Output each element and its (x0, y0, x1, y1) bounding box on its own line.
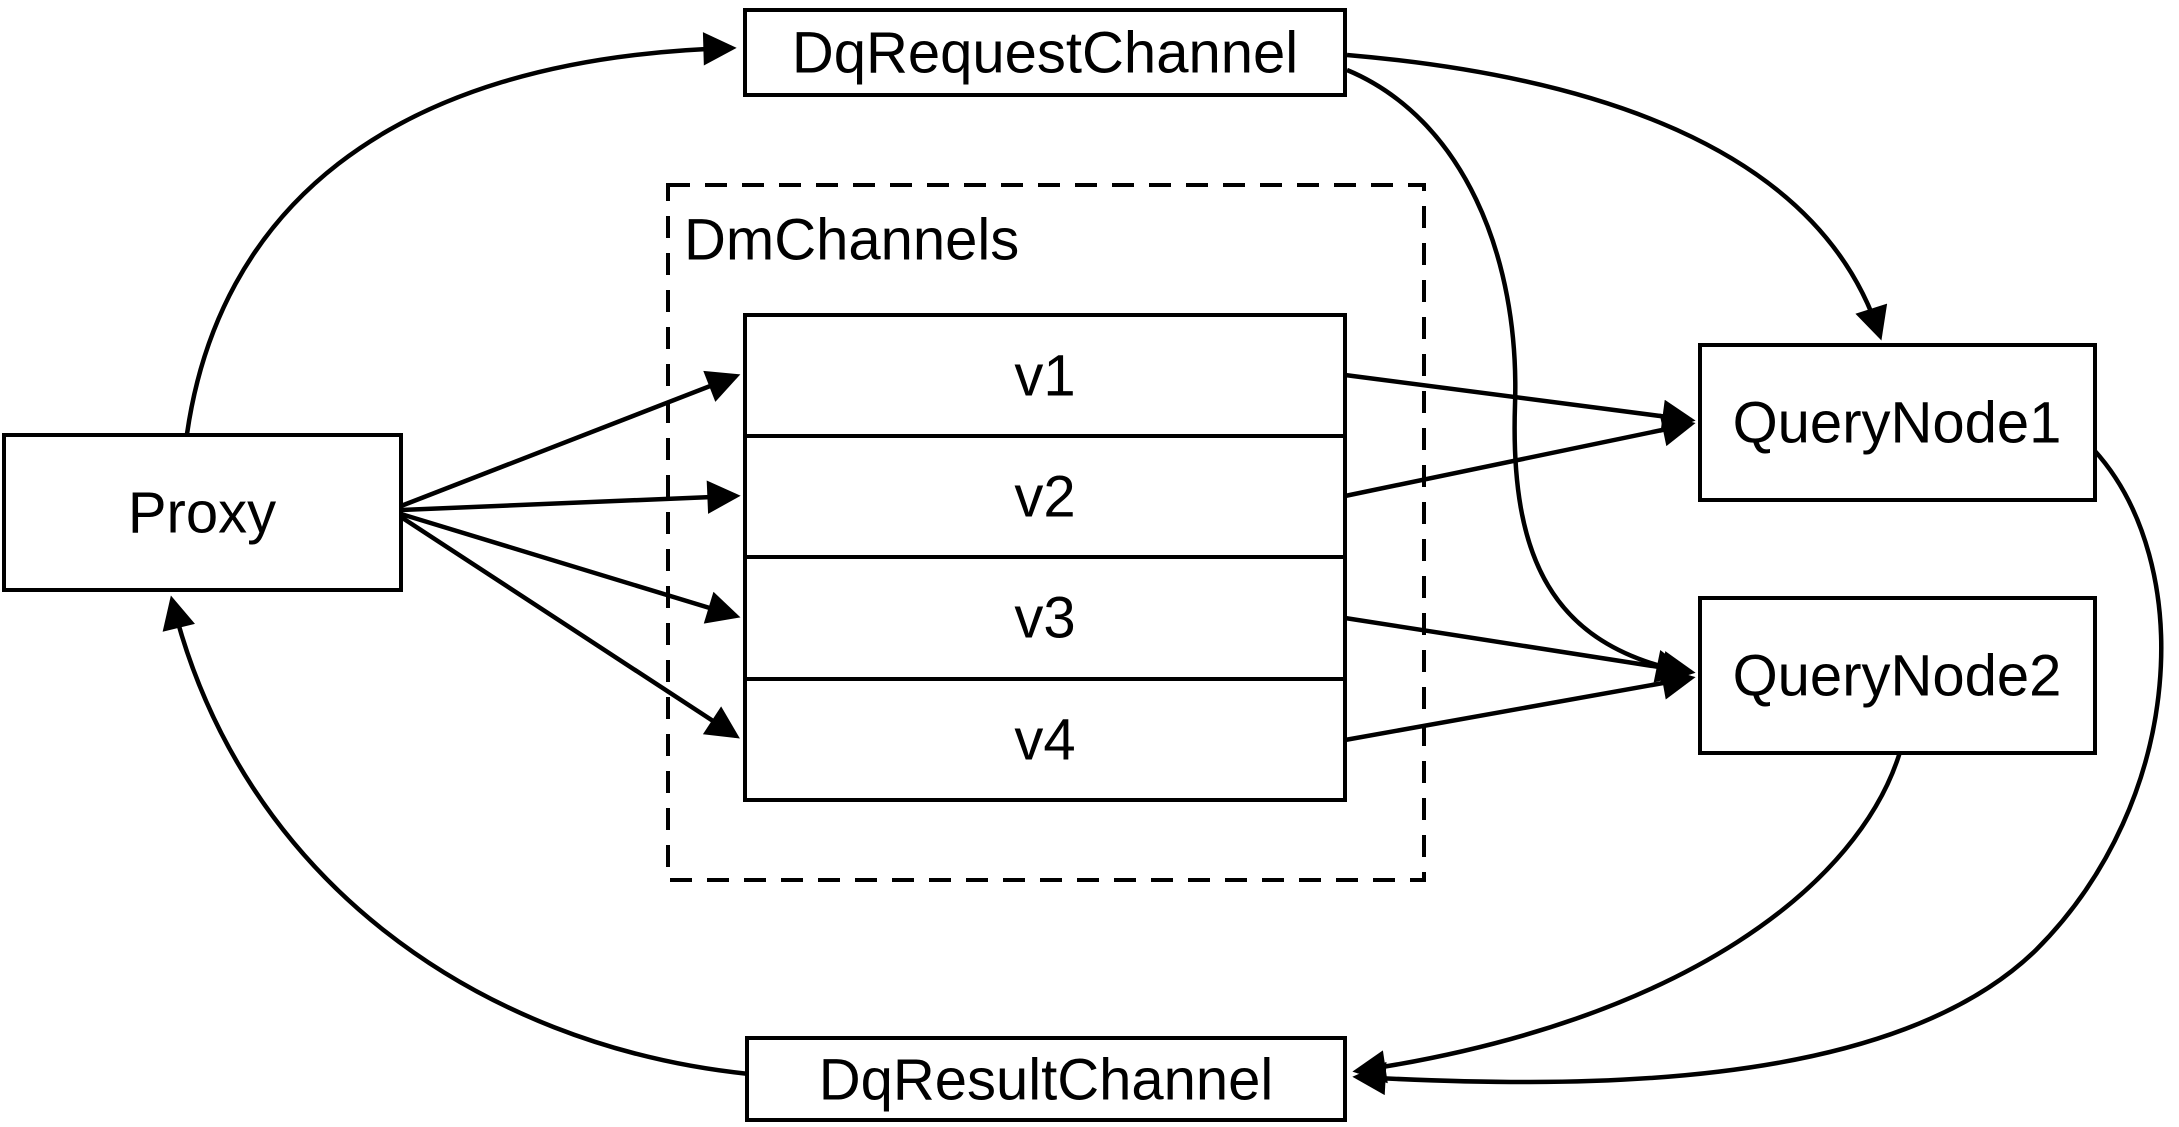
query-node-2-box (1698, 596, 2097, 755)
channel-v3-label: v3 (1014, 586, 1075, 651)
dq-result-channel-label: DqResultChannel (819, 1048, 1274, 1113)
dm-channels-group-border (666, 183, 1426, 882)
edge-proxy-to-v3 (400, 511, 741, 624)
channel-v2-label: v2 (1014, 465, 1075, 530)
edge-proxy-to-v2 (400, 480, 741, 514)
query-node-1-box (1698, 343, 2097, 502)
edge-proxy-to-v1 (400, 370, 741, 509)
edge-proxy-to-v4 (399, 515, 740, 739)
node-query-node-1: QueryNode1 (1698, 343, 2097, 502)
dm-channels-group-label: DmChannels (684, 208, 1019, 273)
dq-request-channel-label: DqRequestChannel (792, 21, 1298, 86)
query-node-2-label: QueryNode2 (1733, 644, 2062, 709)
node-dq-result-channel: DqResultChannel (745, 1036, 1347, 1122)
dm-channels-group: DmChannels (666, 183, 1426, 882)
edge-v4-to-query-node-2 (1344, 666, 1696, 743)
edge-query-node-1-to-dq-result-channel (1352, 448, 2164, 1096)
edge-dq-request-channel-to-query-node-1 (1346, 52, 1888, 341)
node-dm-channels-stack: v1 v2 v3 v4 (743, 313, 1347, 802)
node-query-node-2: QueryNode2 (1698, 596, 2097, 755)
edge-dq-request-channel-to-query-node-2 (1346, 67, 1690, 683)
dq-request-channel-box (743, 8, 1347, 97)
proxy-label: Proxy (128, 481, 276, 546)
proxy-box (2, 433, 403, 592)
channel-v4-label: v4 (1014, 708, 1075, 773)
channel-v1-label: v1 (1014, 344, 1075, 409)
edge-dq-result-channel-to-proxy (162, 595, 750, 1077)
edge-v3-to-query-node-2 (1344, 615, 1696, 685)
query-node-1-label: QueryNode1 (1733, 391, 2062, 456)
node-proxy: Proxy (2, 433, 403, 592)
edge-query-node-2-to-dq-result-channel (1352, 751, 1903, 1084)
edges-layer (162, 32, 2164, 1096)
dq-result-channel-box (745, 1036, 1347, 1122)
edge-v2-to-query-node-1 (1344, 413, 1696, 499)
edge-proxy-to-dq-request-channel (184, 32, 737, 435)
edge-v1-to-query-node-1 (1344, 372, 1696, 433)
node-dq-request-channel: DqRequestChannel (743, 8, 1347, 97)
